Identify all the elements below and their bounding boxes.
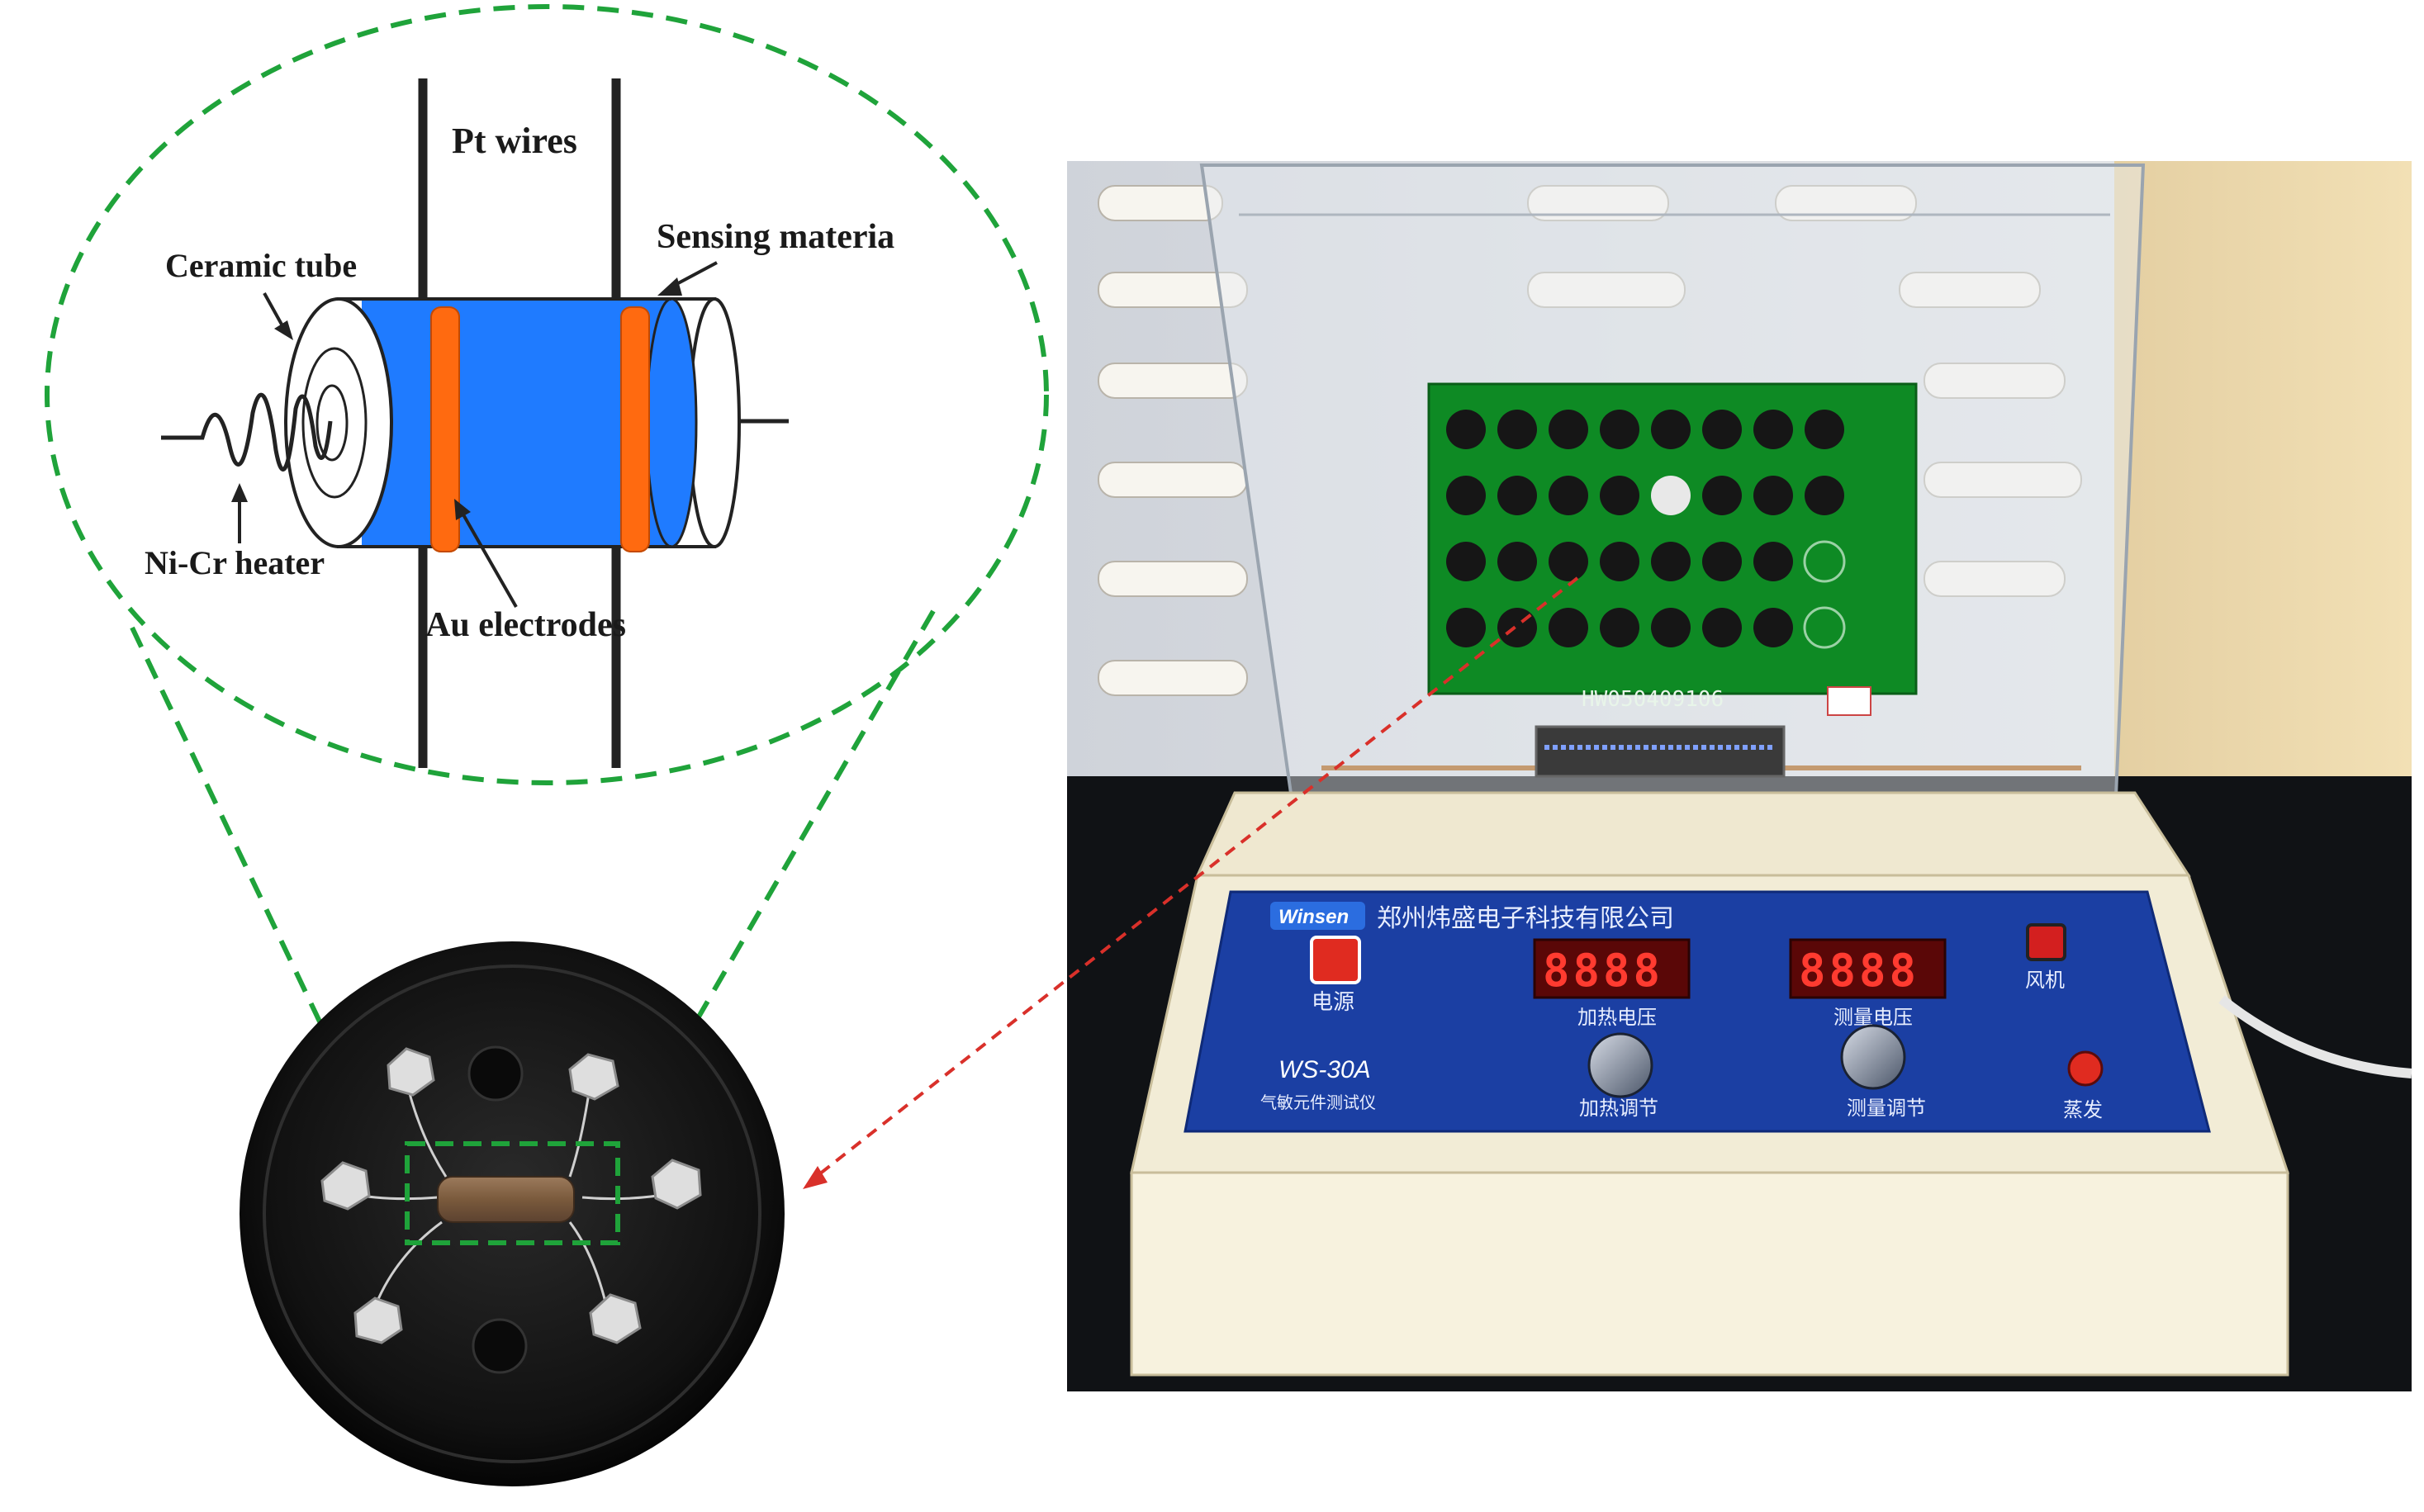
- sensing-material-layer: [362, 299, 671, 547]
- label-au-electrodes: Au electrodes: [425, 606, 626, 644]
- company-name: 郑州炜盛电子科技有限公司: [1377, 904, 1674, 933]
- sensor-hole-bottom: [472, 1318, 528, 1374]
- pegboard-slots: [1098, 185, 2082, 696]
- label-ceramic-tube: Ceramic tube: [165, 247, 357, 284]
- solder-pad: [320, 1161, 371, 1211]
- instrument-front: [1130, 1171, 2289, 1377]
- fan-button[interactable]: [2026, 923, 2066, 961]
- heating-knob[interactable]: [1587, 1032, 1653, 1098]
- model-name: WS-30A: [1278, 1056, 1371, 1083]
- au-electrode-right: [620, 306, 650, 552]
- display-2-value: 8888: [1799, 945, 1919, 997]
- solder-pad: [651, 1159, 702, 1210]
- brand-logo-box: [1270, 902, 1365, 930]
- zoom-box: [405, 1141, 620, 1245]
- board-code: HW050409106: [1582, 687, 1724, 712]
- tube-end-face: [284, 297, 393, 548]
- label-ni-cr-heater: Ni-Cr heater: [145, 544, 325, 581]
- zoom-funnel-left: [130, 626, 378, 1141]
- ceramic-tube: [284, 297, 741, 548]
- zoom-bubble-outline: [45, 4, 1049, 785]
- power-cable: [2218, 995, 2412, 1078]
- solder-pad: [568, 1053, 619, 1101]
- front-panel: [1184, 890, 2211, 1133]
- pointer-au-electrodes: [459, 510, 518, 608]
- ni-cr-heater-coil: [161, 392, 333, 472]
- sensor-sockets: [1446, 410, 1846, 649]
- red-pointer-arrowhead: [803, 1166, 828, 1189]
- sensor-photo: [240, 941, 785, 1486]
- measure-knob[interactable]: [1840, 1024, 1906, 1090]
- sensor-element-tube: [437, 1176, 575, 1223]
- instrument-photo: HW050409106 Winsen 郑州炜盛电子科技有限公司 电源 8888 …: [1067, 161, 2412, 1391]
- red-pointer-line: [818, 576, 1579, 1176]
- schematic-diagram: Pt wires Ceramic tube Sensing materia Ni…: [45, 4, 1049, 785]
- knob-1-label: 加热调节: [1579, 1097, 1658, 1120]
- sensor-hole-top: [467, 1045, 524, 1102]
- trigger-label: 蒸发: [2063, 1098, 2103, 1121]
- display-1-label: 加热电压: [1577, 1006, 1657, 1029]
- board-sticker: [1827, 686, 1871, 716]
- brand-logo: Winsen: [1278, 906, 1349, 928]
- solder-pad: [589, 1293, 642, 1344]
- instrument-top: [1195, 791, 2191, 877]
- label-pt-wires: Pt wires: [452, 121, 577, 161]
- evaporate-button[interactable]: [2067, 1050, 2104, 1087]
- knob-2-label: 测量调节: [1847, 1097, 1926, 1120]
- power-button[interactable]: [1310, 936, 1361, 984]
- au-electrode-left: [430, 306, 460, 552]
- label-sensing-material: Sensing materia: [657, 218, 894, 256]
- power-label: 电源: [1312, 990, 1354, 1015]
- model-subtitle: 气敏元件测试仪: [1260, 1093, 1376, 1112]
- edge-connector: [1535, 725, 1786, 778]
- display-2: [1789, 938, 1947, 999]
- fan-label: 风机: [2025, 969, 2065, 992]
- display-1-value: 8888: [1543, 945, 1663, 997]
- display-1: [1533, 938, 1691, 999]
- solder-pad: [387, 1047, 435, 1097]
- solder-pad: [353, 1296, 403, 1344]
